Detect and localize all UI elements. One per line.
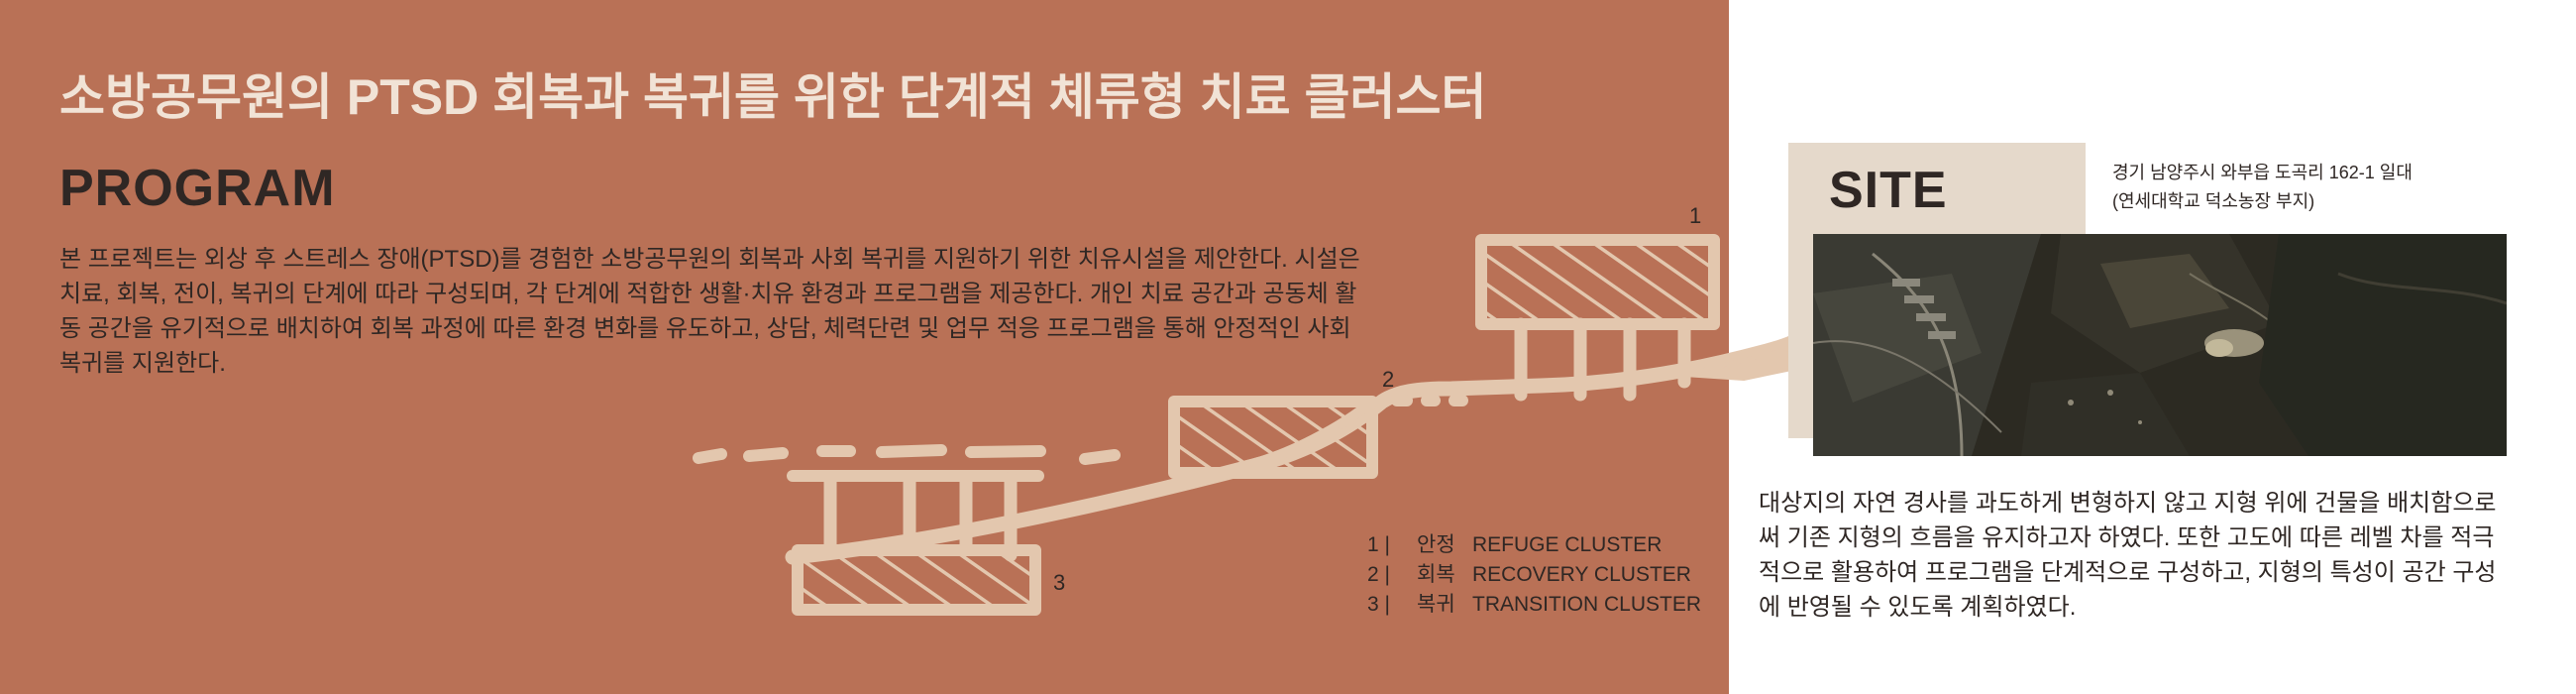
legend-english: RECOVERY CLUSTER (1472, 563, 1691, 586)
legend-korean: 안정 (1417, 533, 1455, 556)
cluster-number-2: 2 (1382, 367, 1395, 392)
legend-korean: 회복 (1417, 563, 1455, 586)
site-aerial-photo (1813, 234, 2507, 456)
site-heading: SITE (1829, 162, 1948, 219)
legend-number: 2 | (1367, 563, 1390, 586)
legend-number: 1 | (1367, 533, 1390, 556)
cluster-1-volume (1475, 234, 1720, 330)
program-description-text: 본 프로젝트는 외상 후 스트레스 장애(PTSD)를 경험한 소방공무원의 회… (59, 246, 1360, 377)
site-description-text: 대상지의 자연 경사를 과도하게 변형하지 않고 지형 위에 건물을 배치함으로… (1759, 490, 2497, 621)
site-address: 경기 남양주시 와부읍 도곡리 162-1 일대 (연세대학교 덕소농장 부지) (2112, 159, 2413, 216)
program-description: 본 프로젝트는 외상 후 스트레스 장애(PTSD)를 경험한 소방공무원의 회… (59, 242, 1377, 381)
legend-english: REFUGE CLUSTER (1472, 533, 1663, 556)
cluster-2-volume (1168, 396, 1378, 479)
cluster-3-volume (792, 544, 1041, 616)
legend-korean: 복귀 (1417, 593, 1455, 616)
site-address-note: (연세대학교 덕소농장 부지) (2112, 191, 2315, 211)
cluster-number-3: 3 (1053, 570, 1066, 595)
legend-item: 3 | 복귀 TRANSITION CLUSTER (1367, 590, 1701, 620)
page-title: 소방공무원의 PTSD 회복과 복귀를 위한 단계적 체류형 치료 클러스터 (59, 69, 1487, 125)
program-heading: PROGRAM (59, 160, 336, 217)
site-address-line: 경기 남양주시 와부읍 도곡리 162-1 일대 (2112, 163, 2413, 182)
legend-english: TRANSITION CLUSTER (1472, 593, 1702, 616)
cluster-number-1: 1 (1689, 203, 1702, 228)
legend-item: 2 | 회복 RECOVERY CLUSTER (1367, 560, 1701, 590)
cluster-legend: 1 | 안정 REFUGE CLUSTER 2 | 회복 RECOVERY CL… (1367, 530, 1701, 620)
site-description: 대상지의 자연 경사를 과도하게 변형하지 않고 지형 위에 건물을 배치함으로… (1759, 486, 2507, 625)
legend-number: 3 | (1367, 593, 1390, 616)
legend-item: 1 | 안정 REFUGE CLUSTER (1367, 530, 1701, 560)
